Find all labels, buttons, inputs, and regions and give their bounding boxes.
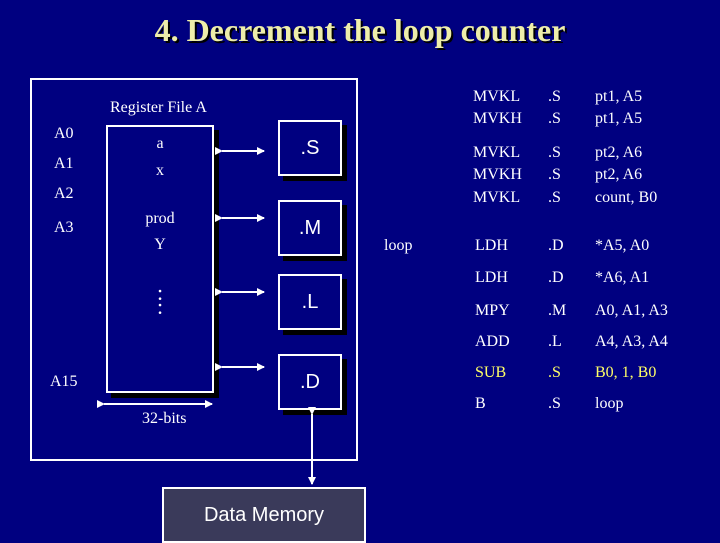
setup-line-4-unit: .S <box>548 166 561 183</box>
register-a1-value: x <box>156 162 164 179</box>
setup-line-4-op: MVKH <box>473 166 522 183</box>
loop-line-5-args: B0, 1, B0 <box>595 364 657 381</box>
register-file: a x prod Y : : <box>106 125 214 393</box>
register-a2-label: A2 <box>54 185 74 202</box>
register-a2-value: prod <box>145 210 175 227</box>
unit-s: .S <box>278 120 342 176</box>
loop-line-5-unit: .S <box>548 364 561 381</box>
setup-line-3-op: MVKL <box>473 144 521 161</box>
loop-line-6-args: loop <box>595 395 624 412</box>
setup-line-5-args: count, B0 <box>595 189 658 206</box>
loop-line-5-op: SUB <box>475 364 507 381</box>
loop-line-2-unit: .D <box>548 269 564 286</box>
setup-line-5-op: MVKL <box>473 189 521 206</box>
register-file-label: Register File A <box>110 99 207 116</box>
loop-line-2-op: LDH <box>475 269 508 286</box>
register-a0-value: a <box>156 135 164 152</box>
loop-line-2-args: *A6, A1 <box>595 269 650 286</box>
setup-line-3-unit: .S <box>548 144 561 161</box>
setup-line-1-op: MVKL <box>473 88 521 105</box>
loop-line-6-op: B <box>475 395 486 412</box>
setup-line-2-args: pt1, A5 <box>595 110 643 127</box>
loop-line-3-unit: .M <box>548 302 567 319</box>
register-ellipsis-2: : <box>156 294 164 319</box>
loop-line-1-args: *A5, A0 <box>595 237 650 254</box>
width-label: 32-bits <box>142 410 187 427</box>
register-ellipsis-1: : <box>156 280 164 305</box>
setup-line-1-unit: .S <box>548 88 561 105</box>
setup-line-3-args: pt2, A6 <box>595 144 643 161</box>
loop-line-6-unit: .S <box>548 395 561 412</box>
setup-line-1-args: pt1, A5 <box>595 88 643 105</box>
register-a3-value: Y <box>154 236 166 253</box>
register-a15-label: A15 <box>50 373 78 390</box>
loop-line-3-op: MPY <box>475 302 510 319</box>
unit-m: .M <box>278 200 342 256</box>
unit-l: .L <box>278 274 342 330</box>
loop-line-1-unit: .D <box>548 237 564 254</box>
loop-line-4-args: A4, A3, A4 <box>595 333 668 350</box>
loop-line-3-args: A0, A1, A3 <box>595 302 668 319</box>
slide-title: 4. Decrement the loop counter <box>154 12 566 48</box>
register-a3-label: A3 <box>54 219 74 236</box>
loop-line-4-op: ADD <box>475 333 510 350</box>
loop-line-1-op: LDH <box>475 237 508 254</box>
loop-label: loop <box>384 237 413 254</box>
setup-line-2-op: MVKH <box>473 110 522 127</box>
register-a1-label: A1 <box>54 155 74 172</box>
register-a0-label: A0 <box>54 125 74 142</box>
setup-line-2-unit: .S <box>548 110 561 127</box>
diagram-frame <box>30 78 358 461</box>
setup-line-5-unit: .S <box>548 189 561 206</box>
loop-line-4-unit: .L <box>548 333 562 350</box>
setup-line-4-args: pt2, A6 <box>595 166 643 183</box>
